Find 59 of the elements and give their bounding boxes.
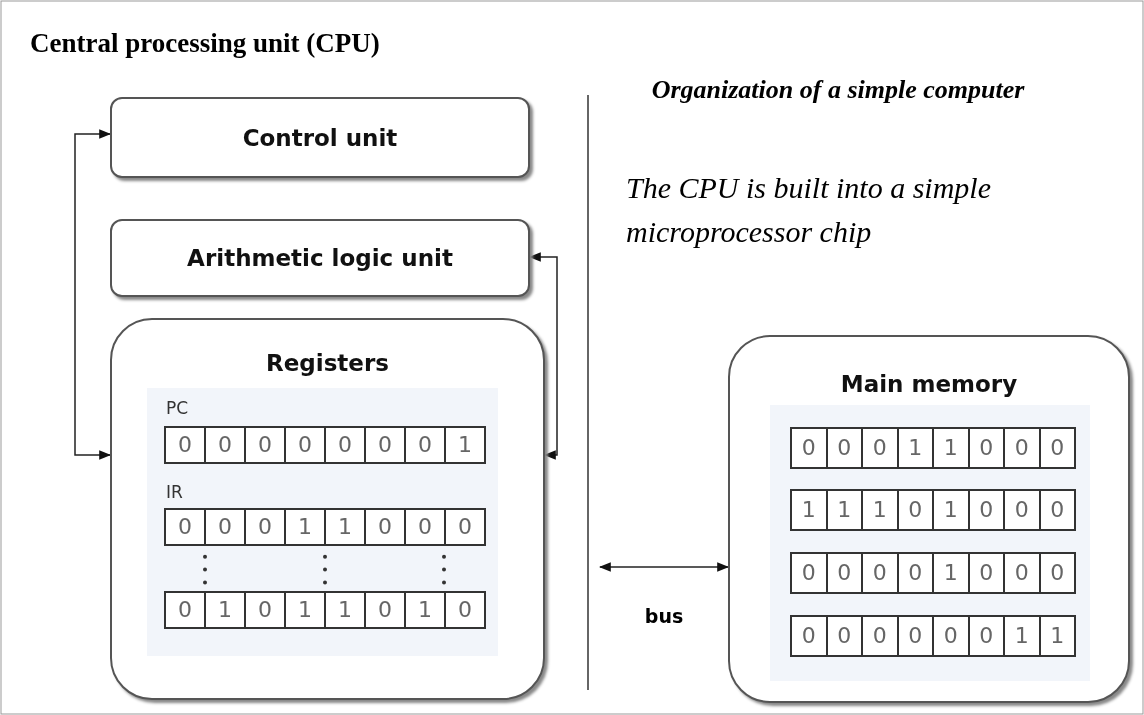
bit-cell: 0 bbox=[790, 552, 828, 594]
bit-cell: 1 bbox=[932, 552, 970, 594]
process-box bbox=[110, 97, 530, 178]
bit-cell: 0 bbox=[244, 591, 286, 629]
bit-cell: 0 bbox=[364, 508, 406, 546]
bit-cell: 0 bbox=[244, 508, 286, 546]
bit-cell: 0 bbox=[1038, 552, 1076, 594]
bit-cell: 0 bbox=[1003, 552, 1041, 594]
register-name: IR bbox=[166, 482, 183, 502]
bit-cell: 0 bbox=[790, 615, 828, 657]
register-name: PC bbox=[166, 398, 189, 418]
bit-cell: 1 bbox=[284, 591, 326, 629]
bit-cell: 0 bbox=[1038, 489, 1076, 531]
bit-cell: 0 bbox=[1003, 489, 1041, 531]
edge-label: bus bbox=[643, 605, 685, 627]
bit-cell: 0 bbox=[204, 508, 246, 546]
box-title: Main memory bbox=[840, 371, 1018, 397]
bit-cell: 0 bbox=[861, 427, 899, 469]
bit-cell: 1 bbox=[790, 489, 828, 531]
bit-cell: 0 bbox=[404, 426, 446, 464]
bit-cell: 0 bbox=[861, 615, 899, 657]
arrow bbox=[528, 252, 558, 460]
bit-cell: 1 bbox=[861, 489, 899, 531]
bit-cell: 0 bbox=[164, 426, 206, 464]
bit-cell: 0 bbox=[164, 508, 206, 546]
bit-cell: 0 bbox=[364, 426, 406, 464]
bit-cell: 1 bbox=[444, 426, 486, 464]
process-box bbox=[110, 219, 530, 297]
bit-cell: 0 bbox=[790, 427, 828, 469]
heading: Organization of a simple computer bbox=[650, 74, 1026, 106]
bit-cell: 1 bbox=[1003, 615, 1041, 657]
bit-cell: 0 bbox=[164, 591, 206, 629]
bit-cell: 1 bbox=[324, 508, 366, 546]
title: Central processing unit (CPU) bbox=[30, 28, 380, 59]
bit-cell: 0 bbox=[204, 426, 246, 464]
bit-cell: 0 bbox=[1003, 427, 1041, 469]
bit-cell: 0 bbox=[861, 552, 899, 594]
arrow bbox=[74, 129, 112, 460]
box-title: Registers bbox=[266, 350, 389, 376]
bit-cell: 1 bbox=[404, 591, 446, 629]
bit-cell: 1 bbox=[324, 591, 366, 629]
bit-cell: 1 bbox=[284, 508, 326, 546]
bit-cell: 0 bbox=[932, 615, 970, 657]
arrow bbox=[598, 562, 730, 572]
bit-cell: 1 bbox=[204, 591, 246, 629]
bit-cell: 0 bbox=[444, 591, 486, 629]
bit-cell: 1 bbox=[932, 427, 970, 469]
bit-cell: 0 bbox=[1038, 427, 1076, 469]
bit-cell: 0 bbox=[404, 508, 446, 546]
description: The CPU is built into a simple microprocessor chip bbox=[626, 170, 992, 250]
box-title: Control unit bbox=[242, 124, 398, 151]
bit-cell: 0 bbox=[284, 426, 326, 464]
box-title: Arithmetic logic unit bbox=[187, 245, 453, 271]
bit-cell: 1 bbox=[1038, 615, 1076, 657]
bit-cell: 0 bbox=[364, 591, 406, 629]
bit-cell: 1 bbox=[932, 489, 970, 531]
bit-cell: 0 bbox=[444, 508, 486, 546]
bit-cell: 0 bbox=[244, 426, 286, 464]
bit-cell: 0 bbox=[324, 426, 366, 464]
